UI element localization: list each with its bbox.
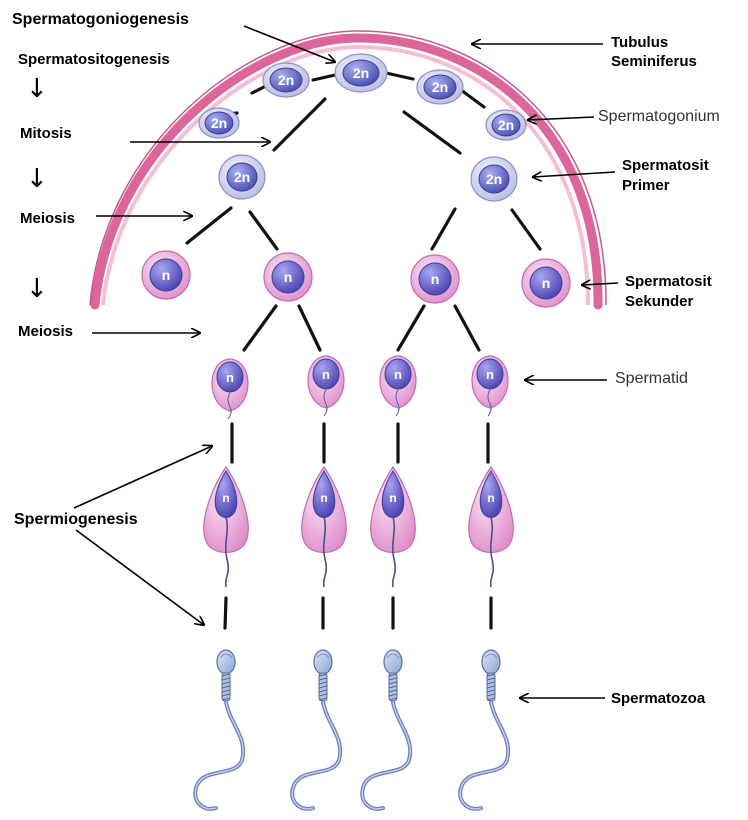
label-spermatosit-sekunder-line2: Sekunder: [625, 292, 693, 311]
label-tubulus-line1: Tubulus: [611, 33, 668, 52]
spermatid-ploidy-label: n: [322, 367, 330, 382]
connector-line: [386, 73, 413, 79]
down-arrow-icon: ↓: [26, 76, 48, 102]
spermatogonium-ploidy-label: 2n: [211, 115, 227, 131]
elongating-spermatid-ploidy-label: n: [222, 491, 229, 505]
label-spermatogoniogenesis: Spermatogoniogenesis: [12, 10, 189, 29]
spermatozoon-tail: [362, 702, 410, 809]
label-spermatid: Spermatid: [615, 369, 688, 388]
down-arrow-icon: ↓: [26, 166, 48, 192]
label-tubulus-line2: Seminiferus: [611, 52, 697, 71]
spermatozoon-tail-highlight: [460, 702, 508, 809]
connector-line: [398, 306, 424, 350]
label-meiosis-1: Meiosis: [20, 209, 75, 228]
spermatozoon-tail-highlight: [195, 702, 243, 809]
connector-line: [244, 306, 276, 350]
connector-line: [225, 598, 226, 628]
secondary-spermatocyte-ploidy-label: n: [162, 267, 171, 283]
spermatozoon-tail: [195, 702, 243, 809]
elongating-spermatid-ploidy-label: n: [487, 491, 494, 505]
connector-line: [512, 210, 540, 249]
elongating-spermatid-ploidy-label: n: [389, 491, 396, 505]
down-arrow-icon: ↓: [26, 276, 48, 302]
secondary-spermatocyte-ploidy-label: n: [431, 271, 440, 287]
label-spermiogenesis: Spermiogenesis: [14, 510, 138, 529]
connector-line: [250, 212, 277, 249]
spermatogonium-ploidy-label: 2n: [353, 65, 369, 81]
spermatogonium-ploidy-label: 2n: [278, 72, 294, 88]
primary-spermatocyte-ploidy-label: 2n: [234, 169, 250, 185]
connector-line: [299, 306, 320, 350]
spermatozoon-tail-highlight: [292, 702, 340, 809]
label-spermatosit-primer-line2: Primer: [622, 176, 670, 195]
spermatid-ploidy-label: n: [486, 367, 494, 382]
connector-line: [187, 208, 231, 243]
primary-spermatocyte-ploidy-label: 2n: [486, 171, 502, 187]
label-mitosis: Mitosis: [20, 124, 72, 143]
pointer-spermiogenesis-upper: [74, 446, 212, 508]
spermatid-ploidy-label: n: [226, 370, 234, 385]
pointer-spermiogenesis-lower: [76, 530, 204, 625]
secondary-spermatocyte-ploidy-label: n: [284, 269, 293, 285]
label-spermatogonium: Spermatogonium: [598, 107, 720, 126]
secondary-spermatocyte-ploidy-label: n: [542, 275, 551, 291]
spermatozoon-tail-highlight: [362, 702, 410, 809]
connector-line: [274, 99, 325, 150]
connector-line: [404, 112, 460, 153]
spermatid-ploidy-label: n: [394, 367, 402, 382]
connector-line: [461, 90, 484, 107]
connector-line: [432, 209, 455, 249]
connector-line: [313, 75, 335, 80]
label-spermatosit-primer-line1: Spermatosit: [622, 156, 709, 175]
spermatogonium-ploidy-label: 2n: [498, 117, 514, 133]
label-spermatosit-sekunder-line1: Spermatosit: [625, 272, 712, 291]
connector-line: [455, 306, 479, 350]
spermatogonium-ploidy-label: 2n: [432, 79, 448, 95]
label-spermatozoa: Spermatozoa: [611, 689, 705, 708]
spermatozoon-tail: [292, 702, 340, 809]
label-meiosis-2: Meiosis: [18, 322, 73, 341]
spermatozoon-tail: [460, 702, 508, 809]
elongating-spermatid-ploidy-label: n: [320, 491, 327, 505]
label-spermatositogenesis: Spermatositogenesis: [18, 50, 170, 69]
